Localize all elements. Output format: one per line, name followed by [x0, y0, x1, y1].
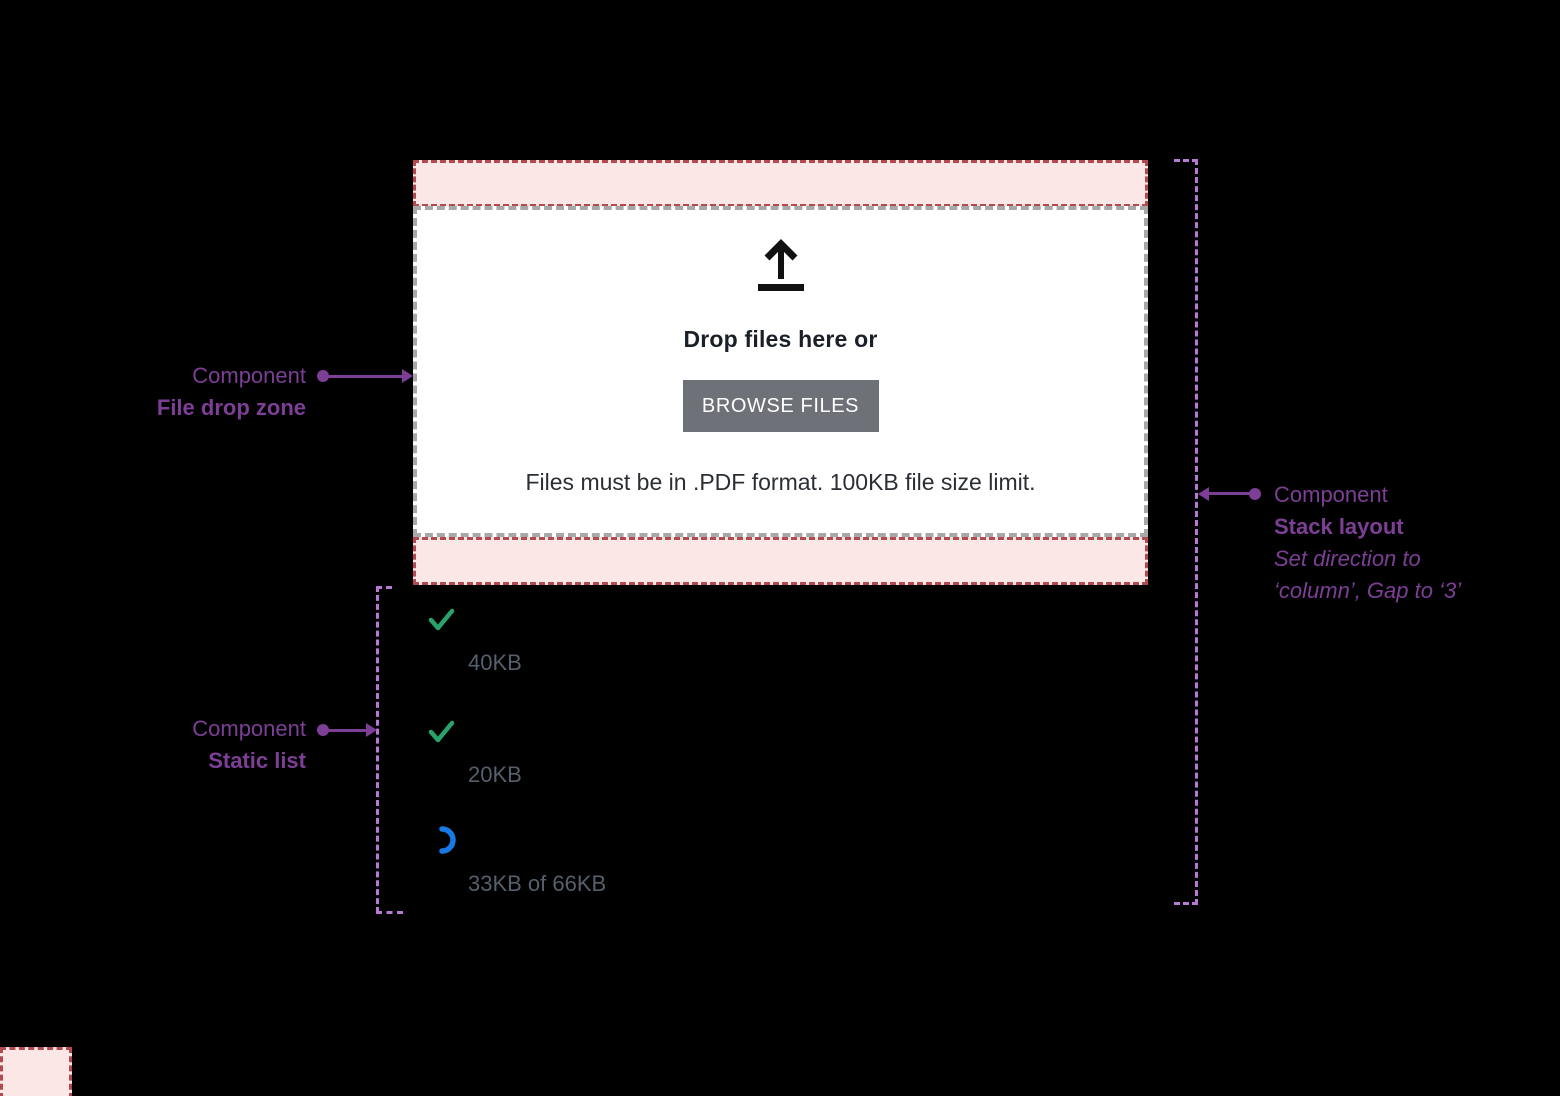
file-size-label: 20KB: [468, 762, 522, 787]
annotation-component-name: Static list: [208, 748, 306, 773]
connector-line: [327, 729, 367, 732]
list-item: 20KB: [428, 720, 522, 788]
annotation-component-name: File drop zone: [156, 395, 306, 420]
annotation-kicker: Component: [192, 716, 306, 741]
spinner-icon: [439, 826, 456, 854]
annotation-stack-layout: Component Stack layout Set direction to …: [1274, 479, 1534, 607]
file-size-label: 33KB of 66KB: [468, 871, 607, 896]
arrow-right-icon: [366, 723, 377, 737]
stack-layout-boundary-bottom-stub: [1174, 902, 1198, 905]
list-item: 40KB: [428, 608, 522, 676]
drop-zone-highlight-bottom: [413, 537, 1148, 585]
stack-layout-boundary-line: [1195, 159, 1198, 905]
connector-line: [327, 375, 405, 378]
file-drop-zone[interactable]: Drop files here or BROWSE FILES Files mu…: [413, 206, 1148, 537]
static-list-boundary-line: [376, 586, 379, 913]
annotation-component-name: Stack layout: [1274, 514, 1404, 539]
drop-zone-title: Drop files here or: [683, 326, 878, 352]
arrow-left-icon: [1198, 487, 1209, 501]
connector-dot: [1249, 488, 1261, 500]
browse-files-button[interactable]: BROWSE FILES: [682, 380, 879, 432]
annotation-note-line1: Set direction to: [1274, 546, 1421, 571]
connector-dot: [317, 724, 329, 736]
drop-zone-hint: Files must be in .PDF format. 100KB file…: [525, 469, 1036, 495]
annotation-note-line2: ‘column’, Gap to ‘3’: [1274, 578, 1462, 603]
check-icon: [428, 720, 455, 743]
connector-dot: [317, 370, 329, 382]
drop-zone-highlight-top: [413, 160, 1148, 207]
annotation-file-drop-zone: Component File drop zone: [60, 360, 306, 424]
static-list-boundary-bottom-stub: [376, 911, 403, 914]
check-icon: [428, 608, 455, 631]
arrow-right-icon: [402, 369, 413, 383]
upload-icon: [757, 239, 804, 291]
list-item: 33KB of 66KB: [428, 826, 606, 897]
highlight-swatch: [0, 1047, 72, 1096]
annotation-kicker: Component: [192, 363, 306, 388]
file-size-label: 40KB: [468, 650, 522, 675]
static-list-boundary-top-stub: [376, 586, 392, 589]
annotation-kicker: Component: [1274, 482, 1388, 507]
annotation-static-list: Component Static list: [60, 713, 306, 777]
connector-line: [1208, 492, 1250, 495]
stack-layout-boundary-top-stub: [1174, 159, 1198, 162]
